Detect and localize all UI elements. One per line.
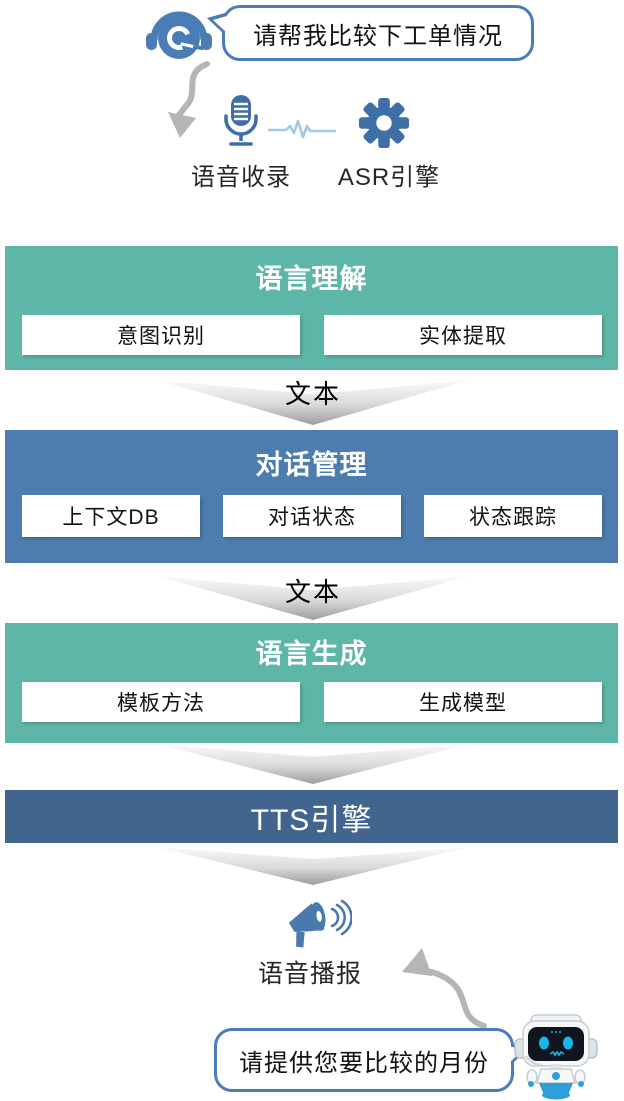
generative-model-box: 生成模型 [324,682,602,722]
curved-up-arrow-icon [402,948,487,1029]
text-connector-label: 文本 [284,379,341,409]
dm-title: 对话管理 [255,450,368,480]
dialog-management-block: 对话管理 上下文DB 对话状态 状态跟踪 [5,430,618,563]
nlg-title: 语言生成 [255,639,368,669]
microphone-icon [224,95,258,146]
megaphone-icon [288,899,352,948]
text-connector-label: 文本 [284,577,341,607]
nlg-block: 语言生成 模板方法 生成模型 [5,623,618,743]
waveform-icon [268,119,336,139]
user-speech-bubble: 请帮我比较下工单情况 [207,5,534,61]
nlu-block: 语言理解 意图识别 实体提取 [5,246,618,370]
tts-title: TTS引擎 [250,803,373,837]
asr-engine-label: ASR引擎 [337,164,441,191]
tts-engine-bar: TTS引擎 [5,790,618,843]
curved-down-arrow-icon [168,61,210,138]
state-tracking-box: 状态跟踪 [424,495,602,537]
bot-speech-text: 请提供您要比较的月份 [239,1049,489,1077]
bot-speech-bubble: 请提供您要比较的月份 [214,1028,529,1092]
bubble-tail [213,16,227,33]
robot-icon [514,1014,598,1100]
voice-broadcast-label: 语音播报 [257,960,362,988]
voice-record-label: 语音收录 [191,164,291,191]
gear-icon [358,97,410,149]
entity-extraction-box: 实体提取 [324,315,602,355]
intent-recognition-box: 意图识别 [22,315,300,355]
down-arrow-chevron [157,847,469,885]
nlu-title: 语言理解 [255,264,368,294]
context-db-box: 上下文DB [22,495,200,537]
dialog-state-box: 对话状态 [223,495,401,537]
user-speech-text: 请帮我比较下工单情况 [253,22,503,50]
template-method-box: 模板方法 [22,682,300,722]
headset-agent-icon [146,11,212,59]
down-arrow-chevron [157,744,469,784]
